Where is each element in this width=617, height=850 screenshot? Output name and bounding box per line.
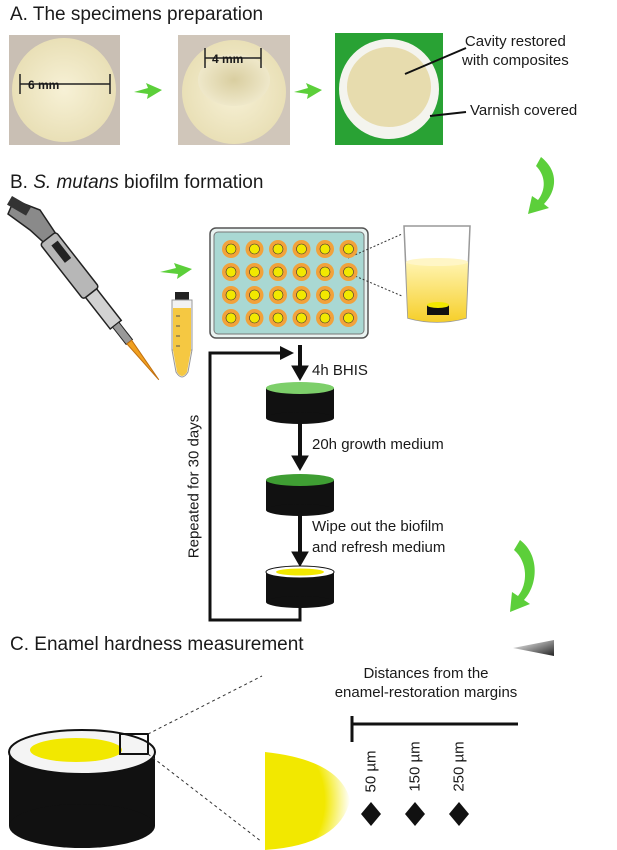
- well: [316, 263, 334, 281]
- well: [339, 240, 358, 258]
- dimension-6mm: 6 mm: [28, 78, 60, 92]
- well: [292, 286, 311, 304]
- well: [292, 240, 311, 258]
- specimen-photo-4mm: [178, 35, 290, 145]
- well: [339, 309, 358, 327]
- arrow-green-2: [294, 83, 322, 99]
- repeat-loop-line: [208, 351, 302, 622]
- mark-250um: 250 µm: [450, 741, 468, 792]
- curved-arrow-right-1: [528, 157, 555, 214]
- well: [316, 309, 334, 327]
- well: [245, 309, 264, 327]
- well: [269, 263, 287, 281]
- step-wipe-line2: and refresh medium: [312, 539, 446, 556]
- curved-arrow-right-2: [510, 540, 535, 612]
- label-cavity-line1: Cavity restored: [464, 33, 566, 50]
- culture-tube: [171, 292, 193, 378]
- repeat-loop-arrowhead: [280, 346, 294, 360]
- section-b-prefix: B.: [10, 172, 28, 193]
- distances-line2: enamel-restoration margins: [334, 684, 518, 701]
- disc-growth: [266, 474, 334, 516]
- pipette-illustration: [7, 196, 160, 381]
- well: [245, 263, 264, 281]
- step-wipe-line1: Wipe out the biofilm: [312, 518, 444, 535]
- distance-axis: [350, 716, 518, 742]
- zoom-line-plate-bottom: [347, 272, 403, 297]
- section-b-organism: S. mutans: [33, 172, 119, 193]
- well: [245, 286, 264, 304]
- label-varnish-covered: Varnish covered: [470, 102, 578, 119]
- section-b-title: B. S. mutans biofilm formation: [10, 172, 263, 194]
- well: [339, 263, 358, 281]
- well: [316, 286, 334, 304]
- disc-bhis: [266, 382, 334, 424]
- specimen-photo-6mm: [9, 35, 120, 145]
- well: [316, 240, 334, 258]
- well: [292, 263, 311, 281]
- indent-markers: [361, 802, 469, 826]
- label-cavity-line2: with composites: [462, 52, 569, 69]
- disc-refreshed: [265, 565, 335, 608]
- label-cavity-restored: Cavity restored with composites: [462, 32, 569, 70]
- zoom-line-plate-top: [347, 233, 403, 259]
- beaker-medium: [403, 225, 471, 323]
- section-c-title: C. Enamel hardness measurement: [10, 634, 304, 655]
- well: [292, 309, 311, 327]
- specimen-photo-restored: [335, 33, 467, 145]
- indent-marker-250: [449, 802, 469, 826]
- well: [269, 240, 287, 258]
- flow-arrows: [291, 345, 309, 568]
- section-a-title: A. The specimens preparation: [10, 4, 264, 25]
- mark-50um: 50 µm: [362, 750, 380, 793]
- step-20h-growth: 20h growth medium: [312, 436, 444, 453]
- step-4h-bhis: 4h BHIS: [312, 362, 368, 379]
- distances-label: Distances from the enamel-restoration ma…: [296, 664, 556, 702]
- well: [245, 240, 264, 258]
- distances-line1: Distances from the: [363, 665, 489, 682]
- step-wipe-refresh: Wipe out the biofilm and refresh medium: [312, 516, 445, 558]
- zoom-line-bottom: [147, 753, 263, 843]
- edge-fragment: [513, 640, 554, 656]
- dimension-4mm: 4 mm: [212, 52, 244, 66]
- well: [269, 309, 287, 327]
- well: [339, 286, 358, 304]
- well: [222, 286, 240, 304]
- well: [222, 263, 240, 281]
- arrow-green-3: [160, 263, 192, 279]
- repeat-loop-label: Repeated for 30 days: [185, 414, 203, 559]
- section-b-suffix: biofilm formation: [118, 172, 264, 193]
- indent-marker-150: [405, 802, 425, 826]
- zoom-box: [119, 733, 149, 755]
- zoomed-composite: [265, 752, 350, 850]
- well: [222, 240, 240, 258]
- arrow-green-1: [134, 83, 162, 99]
- well: [222, 309, 240, 327]
- indent-marker-50: [361, 802, 381, 826]
- well: [269, 286, 287, 304]
- specimen-cylinder: [8, 729, 156, 848]
- mark-150um: 150 µm: [406, 741, 424, 792]
